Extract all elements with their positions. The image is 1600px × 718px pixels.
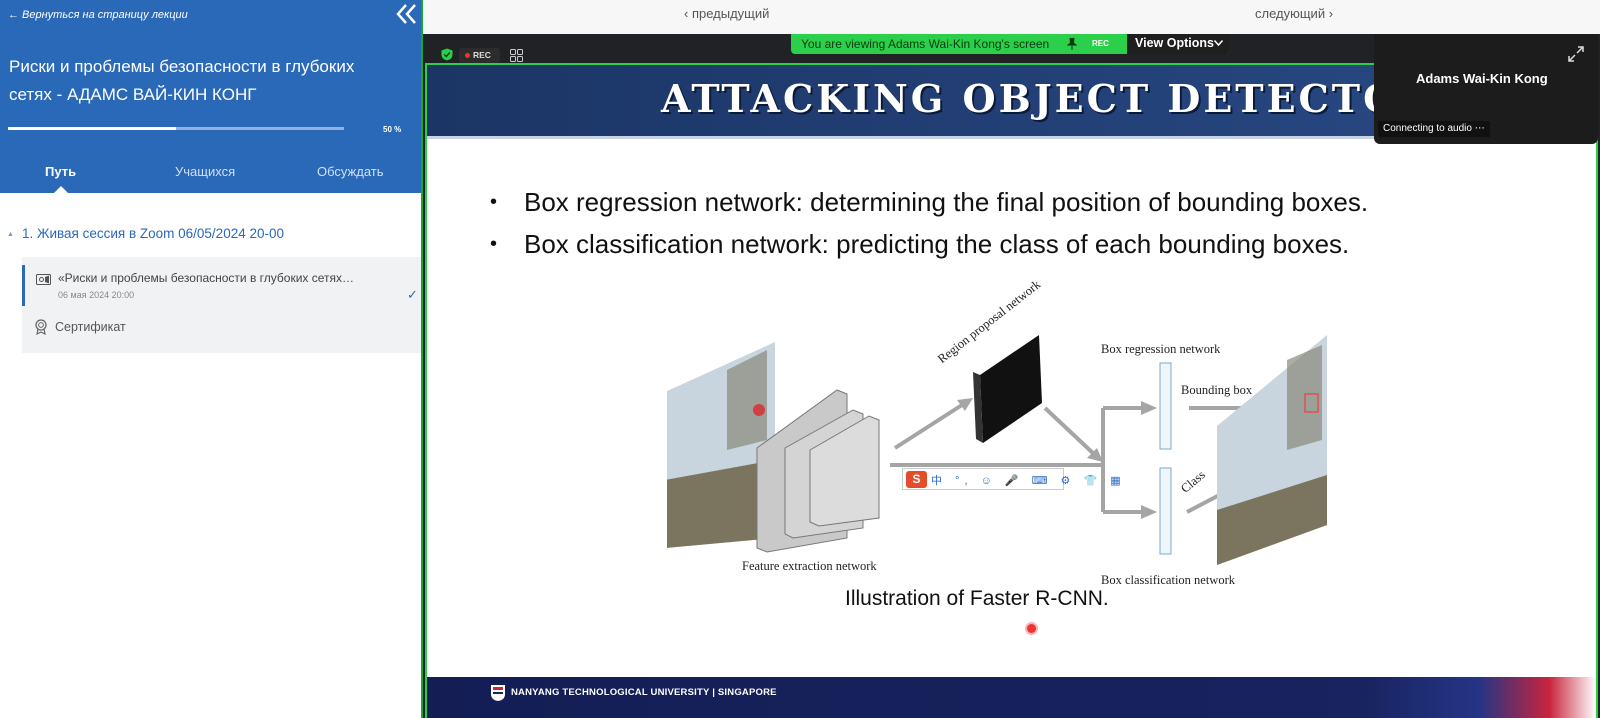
expand-icon[interactable] [1566, 44, 1586, 64]
video-camera-icon [36, 274, 51, 285]
certificate-label[interactable]: Сертификат [55, 320, 126, 334]
view-options-button[interactable]: View Options [1127, 34, 1230, 54]
tab-students[interactable]: Учащихся [175, 164, 236, 179]
box-regression-layer [1159, 362, 1172, 450]
course-progress-label: 50 % [383, 125, 402, 134]
label-feature-extraction: Feature extraction network [742, 559, 877, 573]
label-box-regression: Box regression network [1101, 342, 1221, 356]
slide-footer: NANYANG TECHNOLOGICAL UNIVERSITY | SINGA… [427, 677, 1596, 718]
back-to-lecture-link[interactable]: ← Вернуться на страницу лекции [8, 9, 188, 21]
label-box-classification: Box classification network [1101, 573, 1235, 587]
active-tab-indicator [54, 186, 68, 193]
course-sidebar: ← Вернуться на страницу лекции Риски и п… [0, 0, 423, 718]
input-method-toolbar[interactable]: S 中 °, ☺ 🎤 ⌨ ⚙ 👕 ▦ [902, 468, 1121, 490]
course-progress-bar [8, 127, 344, 130]
next-lesson-link[interactable]: следующий › [1255, 6, 1334, 21]
previous-lesson-link[interactable]: ‹ предыдущий [684, 6, 770, 21]
sidebar-header: ← Вернуться на страницу лекции Риски и п… [0, 0, 421, 193]
participant-video-tile[interactable]: Adams Wai-Kin Kong Connecting to audio ⋯ [1374, 34, 1598, 144]
module-collapse-icon[interactable]: ▲ [7, 231, 14, 238]
faster-rcnn-diagram: Feature extraction network Region propos… [665, 277, 1337, 610]
feature-block [809, 415, 880, 527]
lesson-list: «Риски и проблемы безопасности в глубоки… [22, 257, 421, 353]
bullet-text: Box regression network: determining the … [524, 187, 1369, 217]
module-title[interactable]: 1. Живая сессия в Zoom 06/05/2024 20-00 [22, 226, 284, 241]
detected-bounding-box [1304, 393, 1319, 413]
screen-share-banner: You are viewing Adams Wai-Kin Kong's scr… [791, 34, 1230, 54]
course-title: Риски и проблемы безопасности в глубоких… [9, 57, 355, 104]
certificate-icon [35, 319, 47, 335]
gallery-grid-icon[interactable] [510, 49, 523, 62]
view-options-label: View Options [1135, 36, 1214, 50]
audio-status-label: Connecting to audio ⋯ [1378, 121, 1490, 137]
university-name: NANYANG TECHNOLOGICAL UNIVERSITY | SINGA… [511, 687, 777, 698]
security-shield-icon[interactable] [441, 48, 453, 61]
pin-icon[interactable] [1067, 38, 1077, 50]
participant-name: Adams Wai-Kin Kong [1416, 71, 1548, 86]
bullet-dot-icon: • [490, 191, 498, 213]
completed-check-icon: ✓ [407, 287, 418, 302]
chevron-down-icon [1214, 40, 1223, 46]
presenter-pointer-icon [1027, 624, 1036, 633]
lesson-date: 06 мая 2024 20:00 [58, 290, 135, 300]
lesson-item[interactable]: «Риски и проблемы безопасности в глубоки… [22, 265, 421, 306]
tab-discuss[interactable]: Обсуждать [317, 164, 384, 179]
box-classification-layer [1159, 467, 1172, 555]
recording-label: REC [473, 50, 491, 60]
sogou-logo-icon[interactable]: S [906, 471, 927, 488]
ime-tool-icons[interactable]: 中 °, ☺ 🎤 ⌨ ⚙ 👕 ▦ [931, 475, 1126, 487]
bullet-text: Box classification network: predicting t… [524, 229, 1350, 259]
recording-indicator[interactable]: REC [459, 48, 500, 63]
label-bounding-box: Bounding box [1181, 383, 1253, 397]
record-dot-icon [465, 53, 470, 58]
lesson-title[interactable]: «Риски и проблемы безопасности в глубоки… [58, 271, 355, 285]
rec-badge: REC [1092, 39, 1109, 48]
certificate-item[interactable]: Сертификат [22, 317, 421, 341]
tab-path[interactable]: Путь [45, 164, 77, 179]
module-header[interactable]: ▲ 1. Живая сессия в Zoom 06/05/2024 20-0… [0, 225, 421, 245]
shared-screen-slide: ATTACKING OBJECT DETECTOR • Box regressi… [427, 65, 1596, 718]
diagram-caption: Illustration of Faster R-CNN. [845, 587, 1109, 610]
ntu-crest-icon [491, 685, 505, 701]
lesson-navigation: ‹ предыдущий следующий › [423, 0, 1600, 34]
bullet-dot-icon: • [490, 233, 498, 255]
screen-share-frame [425, 63, 1598, 718]
rpn-block [980, 335, 1042, 443]
course-progress-fill [8, 127, 176, 130]
viewing-screen-text: You are viewing Adams Wai-Kin Kong's scr… [801, 37, 1050, 51]
slide-title: ATTACKING OBJECT DETECTOR [661, 76, 1434, 121]
collapse-sidebar-icon[interactable] [395, 2, 417, 26]
diagram-graphics [665, 335, 1327, 565]
